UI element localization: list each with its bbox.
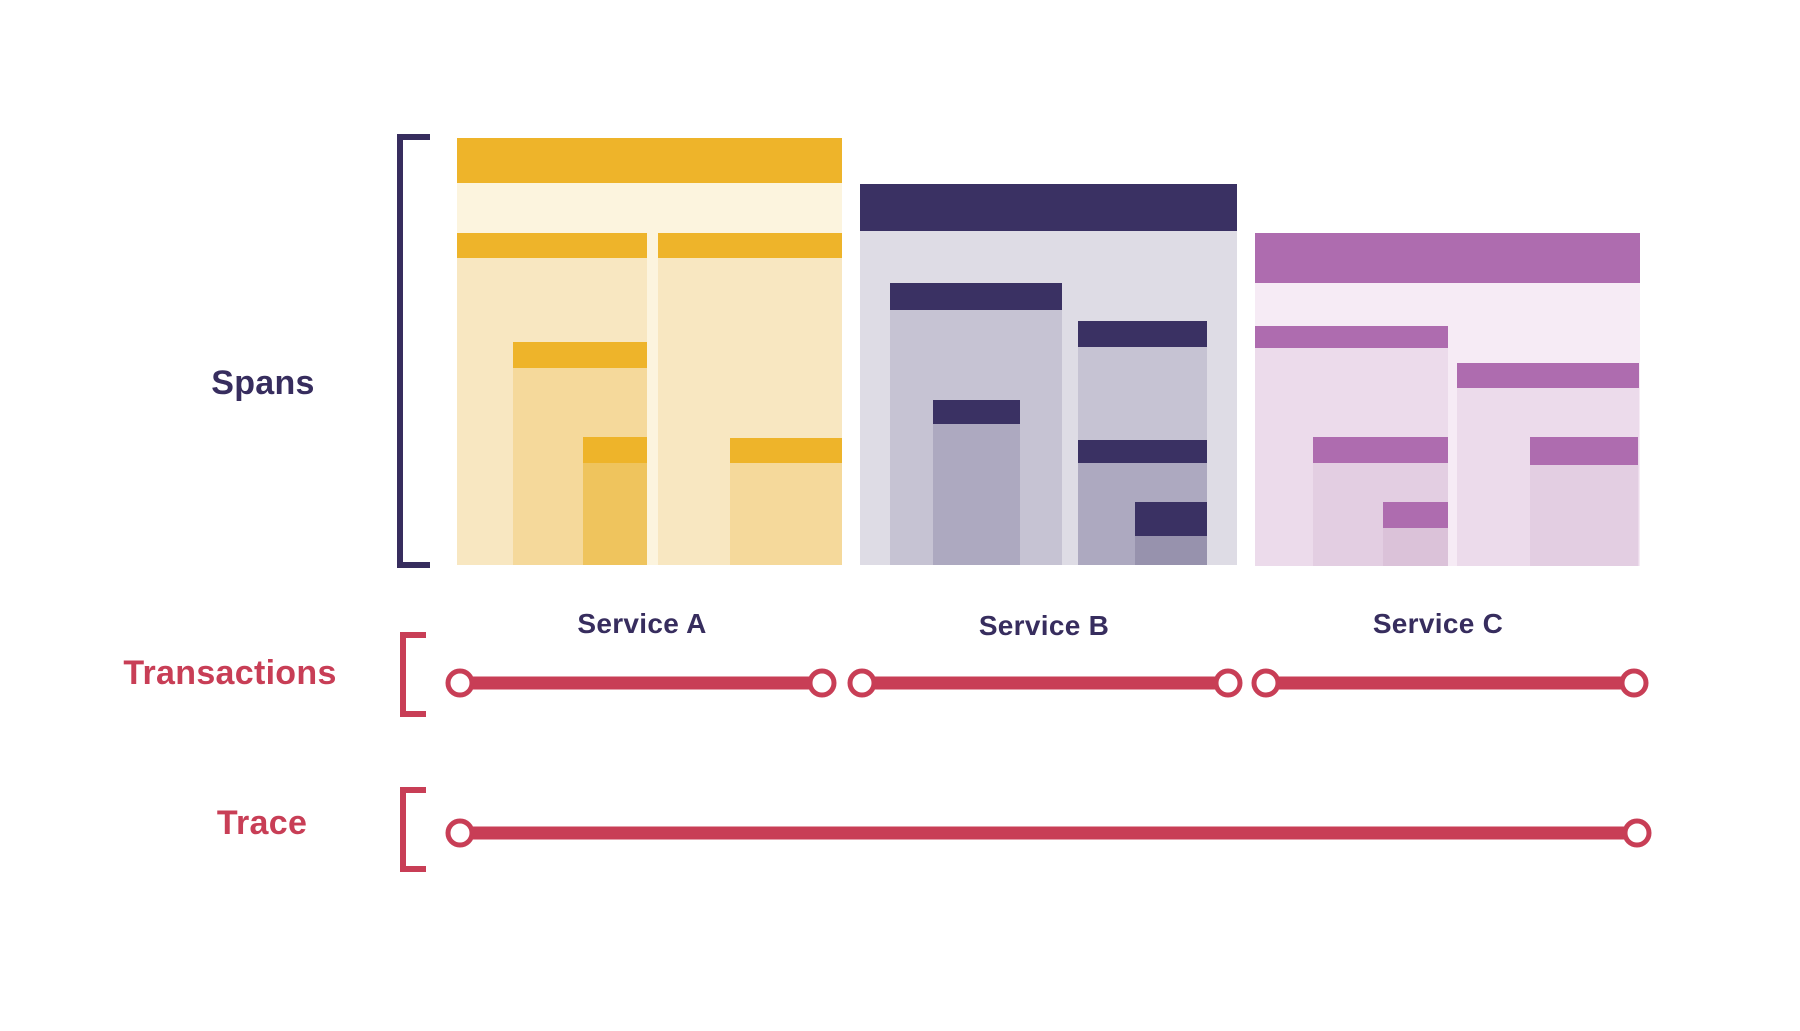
trace-line-start-endpoint [445, 818, 475, 848]
transaction-service-b-start-endpoint [847, 668, 877, 698]
transaction-service-a [445, 668, 837, 698]
transaction-service-c-start-endpoint [1251, 668, 1281, 698]
service-c-root-span-bar [1255, 233, 1640, 283]
service-c-label: Service C [1372, 608, 1504, 639]
service-a-span-1-1-1-header [583, 437, 647, 463]
transactions-row-label: Transactions [123, 654, 337, 692]
service-c-span-2-1-body [1530, 465, 1638, 566]
service-c-span-1-1-header [1313, 437, 1448, 463]
service-c-span-1-header [1255, 326, 1448, 348]
service-b-root-span-bar [860, 184, 1237, 231]
transaction-service-b [847, 668, 1243, 698]
service-b-span-1-1-body [933, 424, 1020, 565]
trace-row-label: Trace [216, 804, 308, 842]
service-b-span-2-header [1078, 321, 1207, 347]
service-b-span-1-1-header [933, 400, 1020, 424]
service-a-span-1-header [457, 233, 647, 258]
service-a-span-1-1-header [513, 342, 647, 368]
service-a-span-2-1-body [730, 463, 842, 565]
service-b-label: Service B [978, 610, 1110, 641]
trace-line [445, 818, 1652, 848]
service-a-span-1-1-1-body [583, 463, 647, 565]
service-c-span-2-header [1457, 363, 1639, 388]
trace-bracket [400, 787, 426, 872]
transactions-bracket [400, 632, 426, 717]
transaction-service-a-start-endpoint [445, 668, 475, 698]
trace-line-end-endpoint [1622, 818, 1652, 848]
service-a-span-2-1-header [730, 438, 842, 463]
service-a-span-2-header [658, 233, 842, 258]
transaction-service-a-end-endpoint [807, 668, 837, 698]
service-b-span-1-header [890, 283, 1062, 310]
service-a-label: Service A [577, 608, 707, 639]
transaction-service-b-end-endpoint [1213, 668, 1243, 698]
service-b-span-2-1-1-body [1135, 536, 1207, 565]
service-c-span-1-1-1-body [1383, 528, 1448, 566]
spans-row-label: Spans [211, 364, 315, 402]
service-c-span-2-1-header [1530, 437, 1638, 465]
transaction-service-c [1251, 668, 1649, 698]
service-a-root-span-bar [457, 138, 842, 183]
service-c-span-1-1-1-header [1383, 502, 1448, 528]
service-b-span-2-1-1-header [1135, 502, 1207, 536]
service-b-span-2-1-header [1078, 440, 1207, 463]
transaction-service-c-end-endpoint [1619, 668, 1649, 698]
spans-bracket [397, 134, 430, 568]
